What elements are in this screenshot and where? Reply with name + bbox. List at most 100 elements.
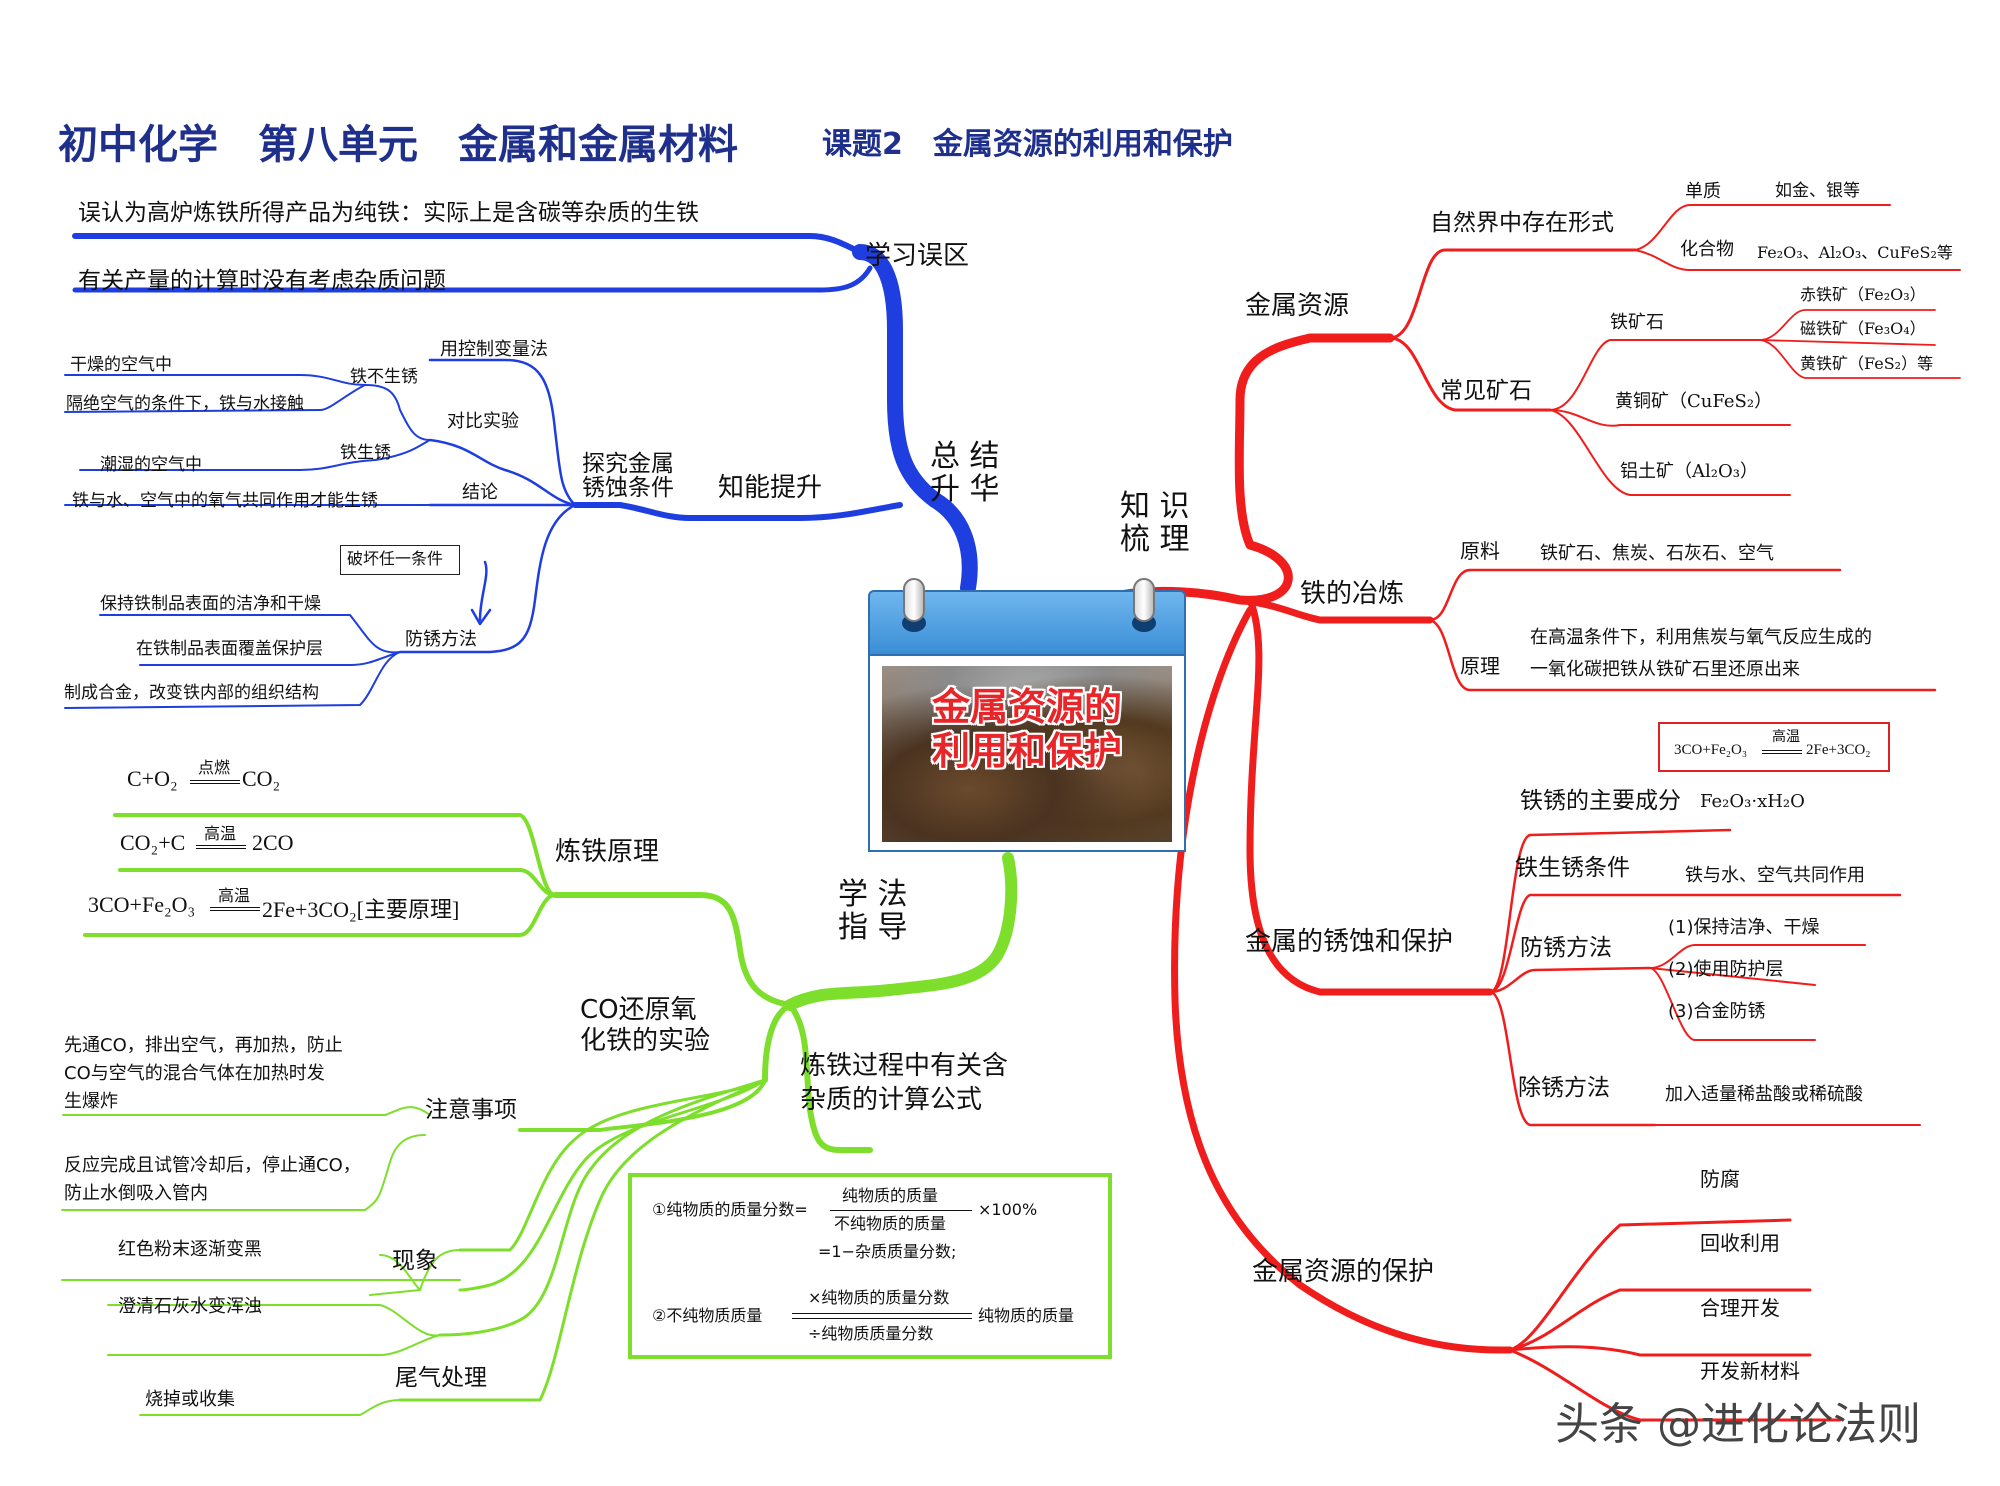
red-eq-arrow xyxy=(1762,750,1802,751)
calendar-ring-right xyxy=(1133,578,1155,622)
green-f1-mul: ×100% xyxy=(978,1200,1038,1219)
green-eq1-line1 xyxy=(190,780,240,781)
green-eq2-left: CO₂+C xyxy=(120,830,186,855)
red-baohu: 金属资源的保护 xyxy=(1252,1257,1435,1287)
green-eq3-line1 xyxy=(210,907,260,908)
green-formula-box: ①纯物质的质量分数= 纯物质的质量 不纯物质的质量 ×100% =1−杂质质量分… xyxy=(628,1173,1112,1359)
green-eq1-right: CO₂ xyxy=(242,766,281,791)
green-eq3-cond: 高温 xyxy=(218,888,251,905)
red-yelian: 铁的冶炼 xyxy=(1300,579,1405,609)
red-eq-left: 3CO+Fe₂O₃ xyxy=(1674,742,1748,758)
green-eq3-line2 xyxy=(210,910,260,911)
blue-ganzao: 干燥的空气中 xyxy=(70,355,172,375)
green-zhuyi: 注意事项 xyxy=(425,1097,517,1123)
red-huahewu-eg: Fe₂O₃、Al₂O₃、CuFeS₂等 xyxy=(1757,243,1953,262)
center-title: 金属资源的 利用和保护 xyxy=(868,685,1186,773)
red-danzhi: 单质 xyxy=(1685,181,1721,202)
green-main-label: 学 法 指 导 xyxy=(838,877,908,945)
green-f2-right: 纯物质的质量 xyxy=(978,1306,1075,1325)
red-fangxiu: 防锈方法 xyxy=(1520,935,1612,961)
red-tiekuangshi: 铁矿石 xyxy=(1610,312,1664,333)
blue-chaoshi: 潮湿的空气中 xyxy=(100,455,202,475)
calendar-body xyxy=(868,656,1186,852)
red-chuxiu-text: 加入适量稀盐酸或稀硫酸 xyxy=(1665,1084,1863,1105)
red-branches xyxy=(1115,204,1961,1422)
green-xx1: 红色粉末逐渐变黑 xyxy=(118,1239,262,1260)
blue-wuqu2: 有关产量的计算时没有考虑杂质问题 xyxy=(78,268,446,294)
red-eq-cond: 高温 xyxy=(1772,728,1800,744)
red-citie: 磁铁矿（Fe₃O₄） xyxy=(1800,319,1926,338)
red-fx1: (1)保持洁净、干燥 xyxy=(1668,917,1820,938)
watermark: 头条 @进化论法则 xyxy=(1555,1399,1921,1450)
center-title-line2: 利用和保护 xyxy=(931,728,1122,773)
red-huahewu: 化合物 xyxy=(1680,239,1734,260)
green-jisuan: 炼铁过程中有关含 杂质的计算公式 xyxy=(800,1051,1009,1115)
red-bh3: 合理开发 xyxy=(1700,1296,1780,1320)
green-eq3-left: 3CO+Fe₂O₃ xyxy=(88,892,196,917)
green-weiqi: 尾气处理 xyxy=(395,1365,487,1391)
red-shengxiu: 铁生锈条件 xyxy=(1515,855,1630,881)
calendar-header xyxy=(868,578,1186,656)
page-subtitle: 课题2 金属资源的利用和保护 xyxy=(822,127,1233,162)
red-eq-arrow2 xyxy=(1762,753,1802,754)
blue-xuexi-wuqu: 学习误区 xyxy=(865,241,970,271)
green-f1-fraction-line xyxy=(830,1210,972,1211)
blue-tie-sheng: 铁生锈 xyxy=(340,443,391,463)
red-danzhi-eg: 如金、银等 xyxy=(1775,181,1860,201)
green-eq1-left: C+O₂ xyxy=(127,766,178,791)
blue-fx3: 制成合金，改变铁内部的组织结构 xyxy=(64,683,319,703)
green-f1-prefix: ①纯物质的质量分数= xyxy=(652,1200,808,1219)
green-eq1-line2 xyxy=(190,783,240,784)
blue-tie-bu: 铁不生锈 xyxy=(350,367,418,387)
green-zy2: 反应完成且试管冷却后，停止通CO， 防止水倒吸入管内 xyxy=(64,1155,361,1204)
blue-fx1: 保持铁制品表面的洁净和干燥 xyxy=(100,594,321,614)
red-bh1: 防腐 xyxy=(1700,1167,1740,1191)
center-calendar-card: 金属资源的 利用和保护 xyxy=(868,578,1186,852)
blue-pohuai-box: 破坏任一条件 xyxy=(340,545,460,575)
blue-duibi: 对比实验 xyxy=(447,411,519,432)
blue-jielun-text: 铁与水、空气中的氧气共同作用才能生锈 xyxy=(72,491,378,511)
green-eq2-line2 xyxy=(196,848,246,849)
page-title: 初中化学 第八单元 金属和金属材料 xyxy=(58,122,738,168)
red-main-label: 知 识 梳 理 xyxy=(1120,489,1190,557)
ore-rocks-image xyxy=(882,666,1172,842)
red-equation-box: 3CO+Fe₂O₃ 高温 2Fe+3CO₂ xyxy=(1658,722,1890,772)
green-f2-arrow-right xyxy=(792,1313,972,1314)
red-chuxiu: 除锈方法 xyxy=(1518,1075,1610,1101)
green-f2-bottom: ÷纯物质质量分数 xyxy=(808,1324,934,1343)
red-zhuyao: 铁锈的主要成分 xyxy=(1520,788,1681,814)
blue-branches xyxy=(64,233,978,709)
red-xiushi: 金属的锈蚀和保护 xyxy=(1245,927,1454,957)
blue-zhineng: 知能提升 xyxy=(718,473,823,503)
blue-tanjiu: 探究金属 锈蚀条件 xyxy=(582,451,674,502)
red-jinshu-ziyuan: 金属资源 xyxy=(1245,291,1350,321)
red-bh4: 开发新材料 xyxy=(1700,1359,1800,1383)
red-fx3: (3)合金防锈 xyxy=(1668,1001,1766,1022)
red-ziran: 自然界中存在形式 xyxy=(1430,210,1614,236)
red-zhuyao-f: Fe₂O₃·xH₂O xyxy=(1700,791,1805,812)
green-eq2-line1 xyxy=(196,845,246,846)
red-huangtie: 黄铁矿（FeS₂）等 xyxy=(1800,354,1934,373)
blue-jielun: 结论 xyxy=(462,482,498,503)
green-f1-den: 不纯物质的质量 xyxy=(834,1214,947,1233)
green-co-exp: CO还原氧 化铁的实验 xyxy=(580,995,711,1057)
blue-fx2: 在铁制品表面覆盖保护层 xyxy=(136,639,323,659)
green-f1-line2: =1−杂质质量分数; xyxy=(818,1242,957,1261)
green-f1-num: 纯物质的质量 xyxy=(842,1186,939,1205)
red-lvtu: 铝土矿（Al₂O₃） xyxy=(1620,461,1758,482)
green-eq2-cond: 高温 xyxy=(204,826,237,843)
calendar-ring-left xyxy=(903,578,925,622)
red-chitie: 赤铁矿（Fe₂O₃） xyxy=(1800,285,1926,304)
green-wq1: 烧掉或收集 xyxy=(145,1389,235,1410)
blue-kongzhi: 用控制变量法 xyxy=(440,339,548,360)
green-zy1: 先通CO，排出空气，再加热，防止 CO与空气的混合气体在加热时发 生爆炸 xyxy=(64,1035,343,1112)
green-liantie: 炼铁原理 xyxy=(555,837,660,867)
red-yuanli-text1: 在高温条件下，利用焦炭与氧气反应生成的 xyxy=(1530,627,1872,648)
blue-main-label: 总 结 升 华 xyxy=(930,439,1000,507)
green-f2-arrow-left xyxy=(792,1318,972,1319)
red-yuanli-text2: 一氧化碳把铁从铁矿石里还原出来 xyxy=(1530,659,1800,680)
red-bh2: 回收利用 xyxy=(1700,1231,1780,1255)
red-yuanliao-text: 铁矿石、焦炭、石灰石、空气 xyxy=(1540,543,1774,564)
